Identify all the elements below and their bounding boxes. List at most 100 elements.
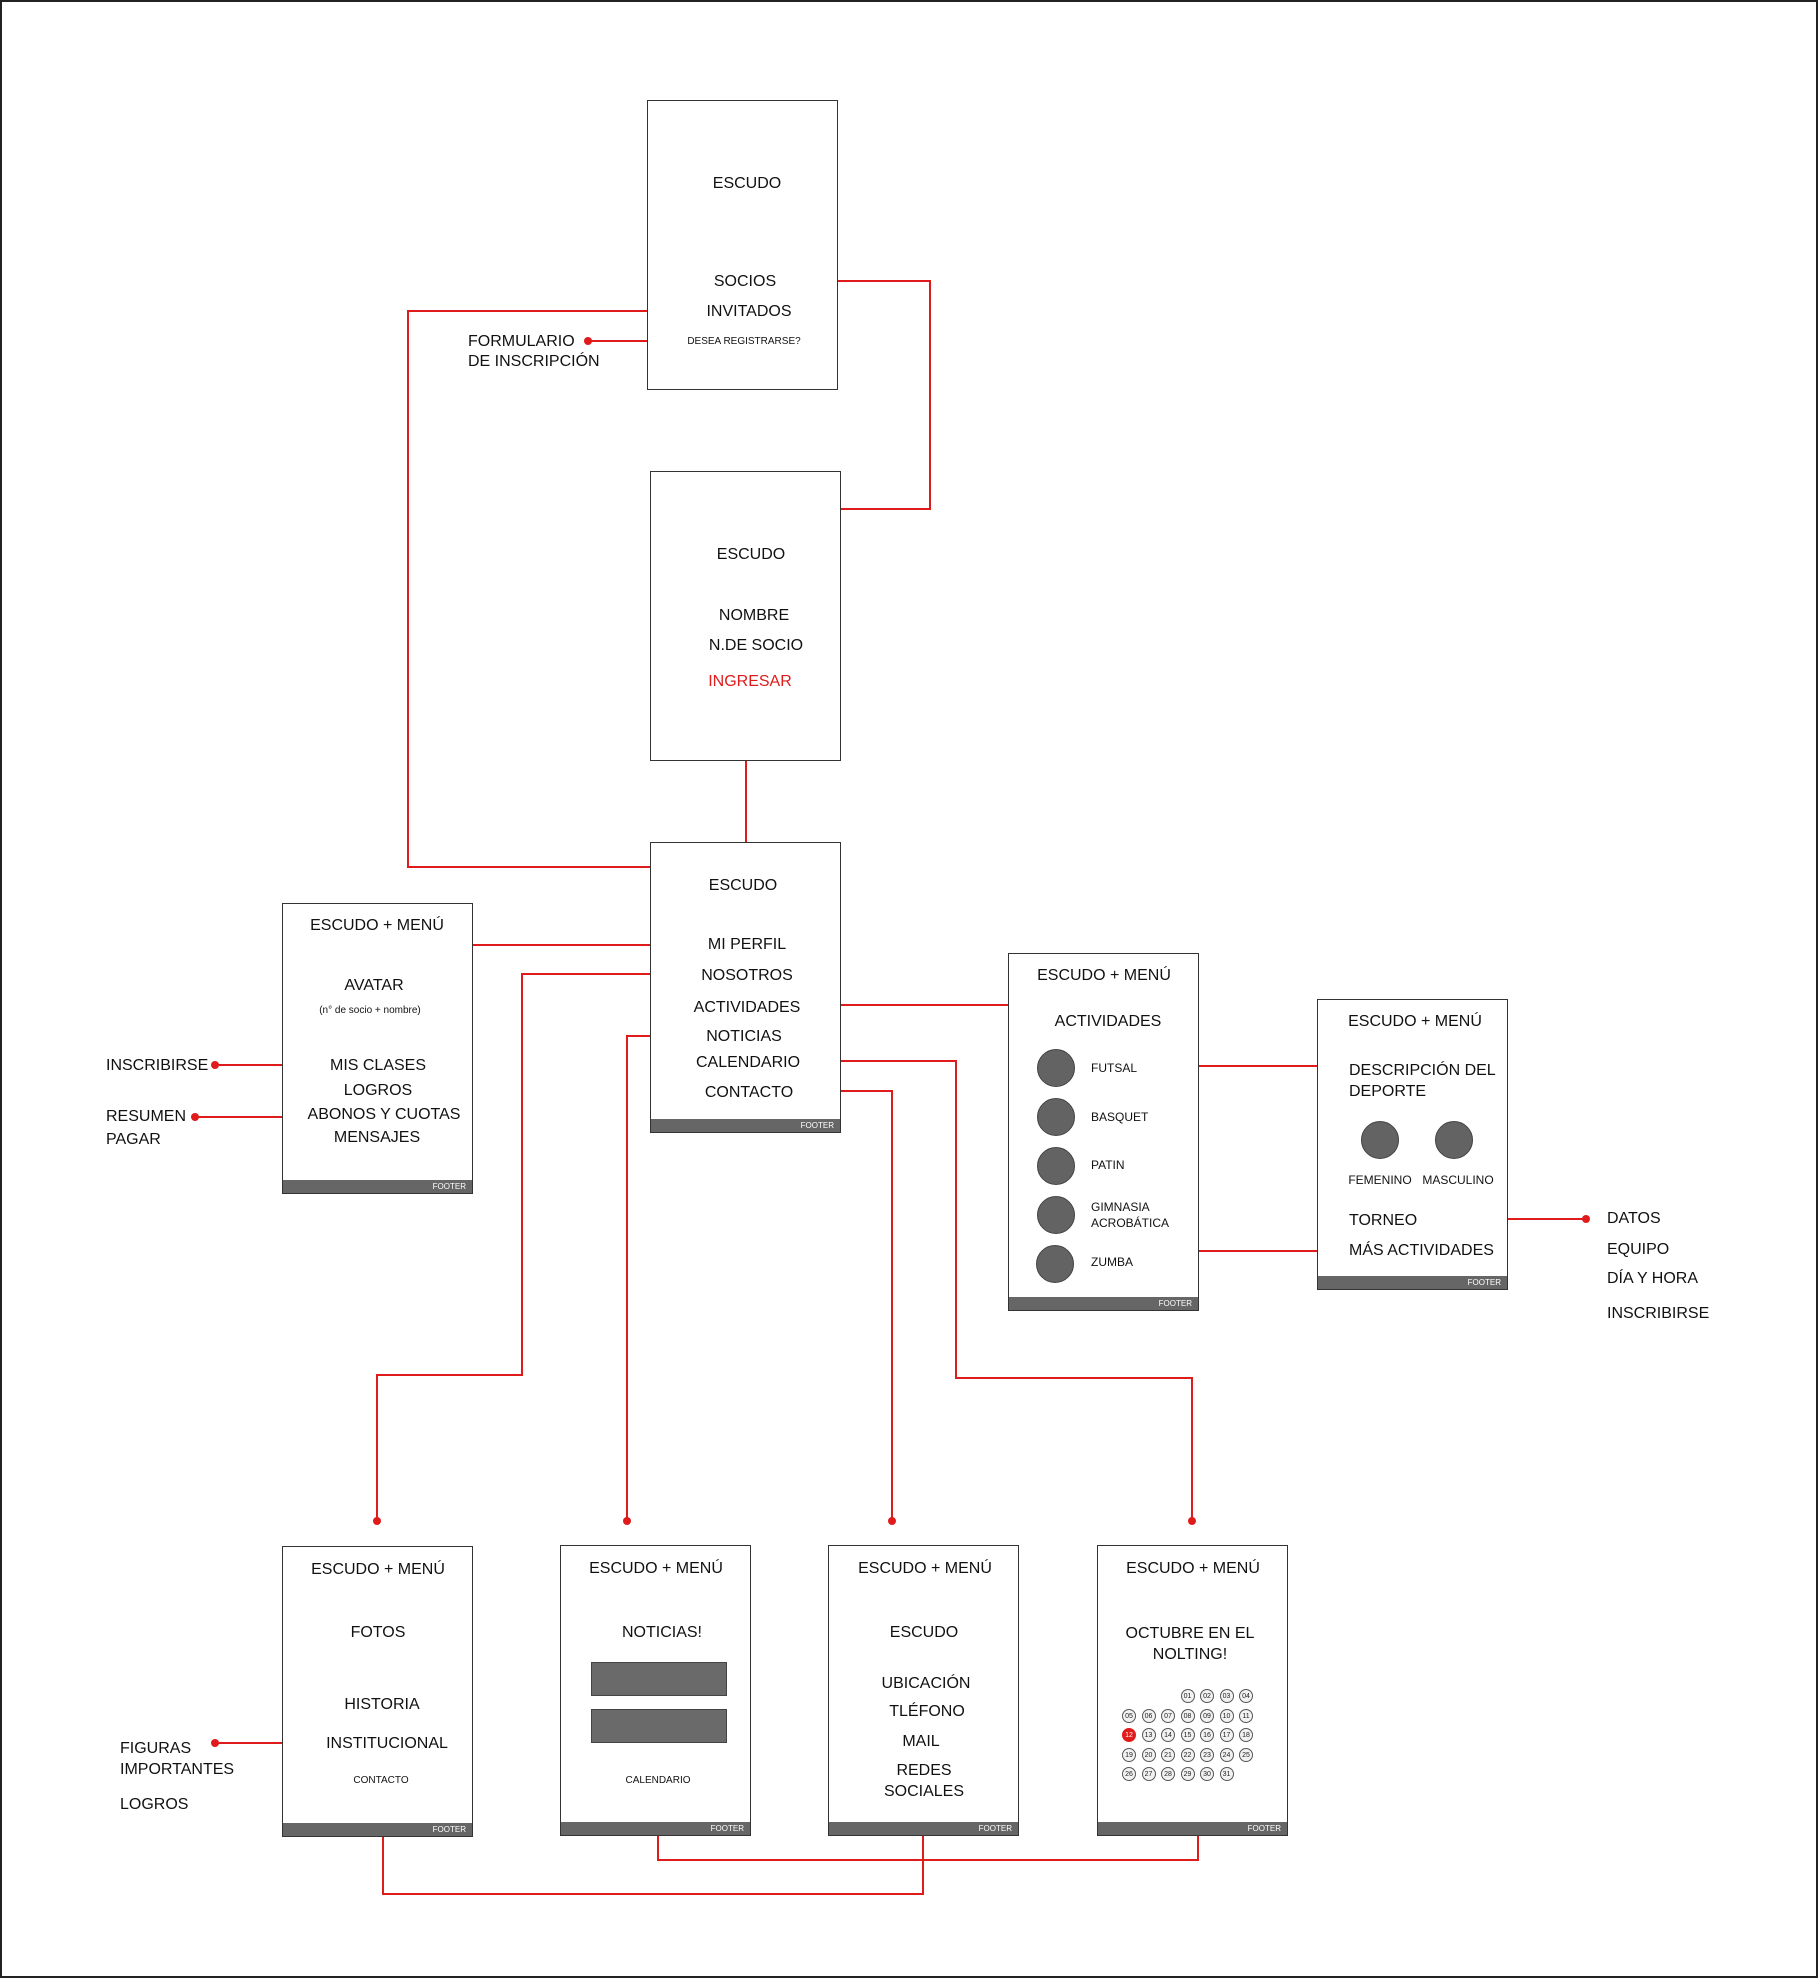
connector-contacto-bottom bbox=[382, 1792, 924, 1895]
actividad-futsal[interactable]: FUTSAL bbox=[1091, 1061, 1138, 1075]
calendar-day[interactable]: 03 bbox=[1219, 1689, 1234, 1703]
noticia-card[interactable] bbox=[591, 1662, 727, 1696]
calendar-day[interactable]: 26 bbox=[1122, 1767, 1136, 1781]
calendar-day[interactable]: 21 bbox=[1161, 1747, 1175, 1762]
calendar-day[interactable]: 19 bbox=[1122, 1747, 1136, 1762]
screen-contacto: FOOTER bbox=[828, 1545, 1019, 1836]
calendar-day[interactable]: 27 bbox=[1141, 1767, 1156, 1781]
calendar-day[interactable]: 02 bbox=[1200, 1689, 1214, 1703]
femenino-icon[interactable] bbox=[1361, 1121, 1399, 1159]
actividades-header: ESCUDO + MENÚ bbox=[1037, 967, 1171, 984]
calendar-day[interactable]: 12 bbox=[1122, 1728, 1136, 1742]
menu-footer: FOOTER bbox=[651, 1119, 840, 1132]
actividad-gimnasia[interactable]: GIMNASIA ACROBÁTICA bbox=[1091, 1200, 1170, 1230]
perfil-header: ESCUDO + MENÚ bbox=[310, 917, 444, 934]
calendar-day[interactable]: 22 bbox=[1180, 1747, 1195, 1762]
calendar-day[interactable]: 20 bbox=[1141, 1747, 1156, 1762]
calendar-day[interactable]: 13 bbox=[1141, 1728, 1156, 1742]
masculino-icon[interactable] bbox=[1435, 1121, 1473, 1159]
calendar-day[interactable]: 24 bbox=[1219, 1747, 1234, 1762]
calendar-day[interactable]: 10 bbox=[1219, 1708, 1234, 1723]
perfil-avatar-sub: (n° de socio + nombre) bbox=[319, 1005, 421, 1016]
contacto-redes: REDES SOCIALES bbox=[883, 1762, 965, 1800]
torneo-datos: DATOS bbox=[1607, 1210, 1661, 1227]
calendar-day[interactable]: 31 bbox=[1219, 1767, 1234, 1781]
contacto-telefono: TLÉFONO bbox=[889, 1703, 965, 1720]
zumba-icon[interactable] bbox=[1036, 1245, 1074, 1283]
contacto-footer: FOOTER bbox=[829, 1822, 1018, 1835]
connector-calendario bbox=[803, 1060, 1193, 1521]
menu-actividades[interactable]: ACTIVIDADES bbox=[693, 999, 801, 1016]
calendario-title: OCTUBRE EN EL NOLTING! bbox=[1125, 1625, 1255, 1663]
calendar-day[interactable]: 04 bbox=[1239, 1689, 1253, 1703]
calendar-day[interactable]: 16 bbox=[1200, 1728, 1214, 1742]
gimnasia-icon[interactable] bbox=[1037, 1196, 1075, 1234]
calendar-day[interactable]: 14 bbox=[1161, 1728, 1175, 1742]
noticias-title: NOTICIAS! bbox=[621, 1624, 703, 1641]
nosotros-contacto[interactable]: CONTACTO bbox=[353, 1775, 409, 1786]
actividad-basquet[interactable]: BASQUET bbox=[1091, 1110, 1149, 1124]
perfil-avatar: AVATAR bbox=[344, 977, 404, 994]
menu-noticias[interactable]: NOTICIAS bbox=[706, 1028, 782, 1045]
screen-ingreso bbox=[650, 471, 841, 761]
calendar-day[interactable]: 17 bbox=[1219, 1728, 1234, 1742]
login-escudo: ESCUDO bbox=[712, 175, 782, 192]
deporte-masculino[interactable]: MASCULINO bbox=[1422, 1173, 1494, 1187]
deporte-footer: FOOTER bbox=[1318, 1276, 1507, 1289]
calendar-day[interactable]: 18 bbox=[1239, 1728, 1253, 1742]
menu-nosotros[interactable]: NOSOTROS bbox=[701, 967, 793, 984]
menu-calendario[interactable]: CALENDARIO bbox=[695, 1054, 801, 1071]
deporte-mas-actividades[interactable]: MÁS ACTIVIDADES bbox=[1349, 1242, 1494, 1259]
contacto-escudo: ESCUDO bbox=[889, 1624, 959, 1641]
calendar-day[interactable]: 25 bbox=[1239, 1747, 1253, 1762]
calendar-day[interactable]: 07 bbox=[1161, 1708, 1175, 1723]
login-invitados[interactable]: INVITADOS bbox=[706, 303, 792, 320]
torneo-dia-hora: DÍA Y HORA bbox=[1607, 1270, 1698, 1287]
calendar-day[interactable]: 05 bbox=[1122, 1708, 1136, 1723]
formulario-inscripcion: FORMULARIO DE INSCRIPCIÓN bbox=[468, 333, 600, 370]
calendar-day[interactable]: 09 bbox=[1200, 1708, 1214, 1723]
deporte-torneo[interactable]: TORNEO bbox=[1349, 1212, 1418, 1229]
menu-escudo: ESCUDO bbox=[708, 877, 778, 894]
ingreso-ingresar[interactable]: INGRESAR bbox=[708, 673, 792, 690]
perfil-logros[interactable]: LOGROS bbox=[343, 1082, 413, 1099]
perfil-mis-clases[interactable]: MIS CLASES bbox=[329, 1057, 427, 1074]
ingreso-nombre[interactable]: NOMBRE bbox=[718, 607, 790, 624]
calendar-day[interactable]: 15 bbox=[1180, 1728, 1195, 1742]
screen-menu: FOOTER bbox=[650, 842, 841, 1133]
patin-icon[interactable] bbox=[1037, 1147, 1075, 1185]
calendar-day[interactable]: 08 bbox=[1180, 1708, 1195, 1723]
calendar-day[interactable]: 23 bbox=[1200, 1747, 1214, 1762]
menu-mi-perfil[interactable]: MI PERFIL bbox=[707, 936, 787, 953]
login-socios[interactable]: SOCIOS bbox=[713, 273, 777, 290]
calendar-day[interactable]: 30 bbox=[1200, 1767, 1214, 1781]
torneo-inscribirse: INSCRIBIRSE bbox=[1607, 1305, 1710, 1322]
basquet-icon[interactable] bbox=[1037, 1098, 1075, 1136]
actividad-zumba[interactable]: ZUMBA bbox=[1091, 1255, 1133, 1269]
deporte-femenino[interactable]: FEMENINO bbox=[1348, 1173, 1412, 1187]
nosotros-institucional[interactable]: INSTITUCIONAL bbox=[326, 1735, 448, 1752]
actividad-patin[interactable]: PATIN bbox=[1091, 1158, 1125, 1172]
noticia-card[interactable] bbox=[591, 1709, 727, 1743]
noticias-header: ESCUDO + MENÚ bbox=[589, 1560, 723, 1577]
futsal-icon[interactable] bbox=[1037, 1049, 1075, 1087]
calendar-day[interactable]: 01 bbox=[1180, 1689, 1195, 1703]
calendar-day[interactable]: 11 bbox=[1239, 1708, 1253, 1723]
calendar-day[interactable]: 28 bbox=[1161, 1767, 1175, 1781]
login-desea-registrarse[interactable]: DESEA REGISTRARSE? bbox=[687, 336, 801, 347]
menu-contacto[interactable]: CONTACTO bbox=[704, 1084, 794, 1101]
contacto-ubicacion: UBICACIÓN bbox=[881, 1675, 971, 1692]
screen-nosotros: FOOTER bbox=[282, 1546, 473, 1837]
screen-perfil: FOOTER bbox=[282, 903, 473, 1194]
noticias-calendario[interactable]: CALENDARIO bbox=[625, 1775, 691, 1786]
perfil-abonos[interactable]: ABONOS Y CUOTAS bbox=[307, 1106, 461, 1123]
noticias-footer: FOOTER bbox=[561, 1822, 750, 1835]
actividades-footer: FOOTER bbox=[1009, 1297, 1198, 1310]
perfil-mensajes[interactable]: MENSAJES bbox=[333, 1129, 421, 1146]
calendar-day[interactable]: 06 bbox=[1141, 1708, 1156, 1723]
ingreso-nsocio[interactable]: N.DE SOCIO bbox=[708, 637, 804, 654]
nosotros-footer: FOOTER bbox=[283, 1823, 472, 1836]
calendar-day[interactable]: 29 bbox=[1180, 1767, 1195, 1781]
